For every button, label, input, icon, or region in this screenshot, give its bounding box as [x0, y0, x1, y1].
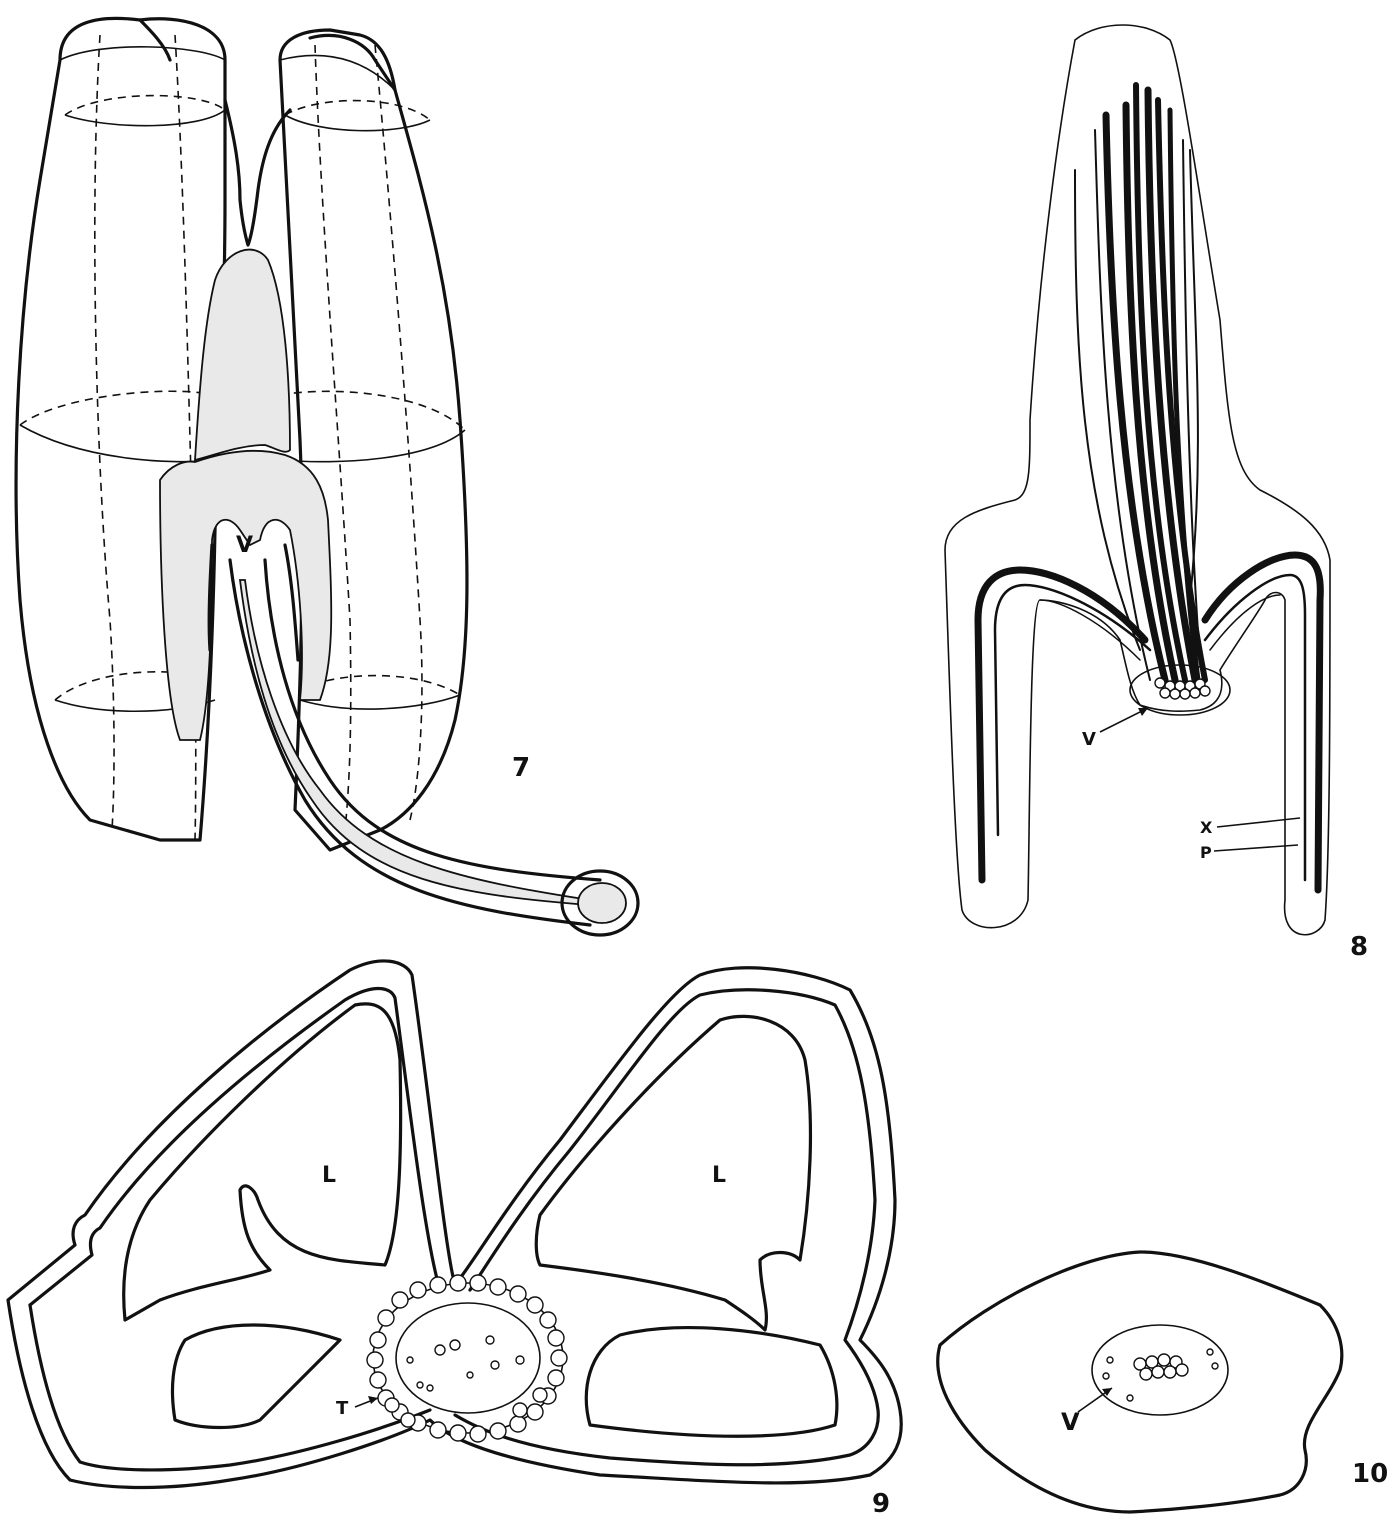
figure-10-number: 10 — [1352, 1459, 1388, 1489]
figure-9-tapetum-cells — [367, 1275, 567, 1442]
figure-9-label-l-right: L — [712, 1163, 726, 1188]
figure-10-vascular-cells — [1103, 1349, 1218, 1401]
figure-9-label-t: T — [336, 1398, 349, 1419]
figure-8-number: 8 — [1350, 932, 1368, 962]
figure-7-number: 7 — [512, 753, 530, 783]
figure-8-label-p: P — [1200, 843, 1212, 862]
figure-10-label-v: V — [1061, 1408, 1080, 1436]
figure-10-drawing — [938, 1252, 1342, 1512]
figure-8-vascular-cells — [1155, 678, 1210, 699]
figure-7-drawing — [16, 18, 638, 935]
figure-7-label-v: V — [236, 533, 253, 558]
figure-8-drawing — [945, 25, 1330, 935]
figure-8-label-v: V — [1082, 729, 1096, 750]
figure-9-number: 9 — [872, 1489, 890, 1519]
figure-9-label-l-left: L — [322, 1163, 336, 1188]
figure-8-label-x: X — [1200, 818, 1213, 837]
figure-9-drawing — [8, 961, 901, 1488]
